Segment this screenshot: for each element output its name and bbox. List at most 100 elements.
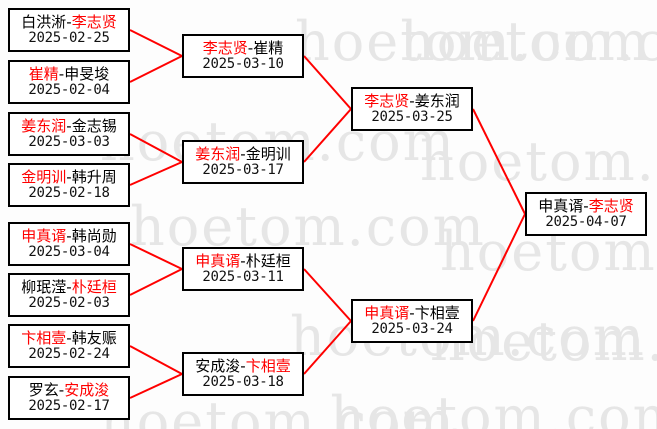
- connector-line: [303, 55, 352, 110]
- connector-line: [129, 55, 183, 83]
- player-separator: -: [409, 91, 415, 110]
- player-left: 申真谞: [364, 303, 410, 322]
- player-left: 安成浚: [195, 356, 241, 375]
- match-date: 2025-02-03: [28, 294, 110, 311]
- player-right: 崔精: [253, 38, 284, 57]
- match-players: 申真谞-韩尚勋: [21, 226, 116, 245]
- match-date: 2025-02-25: [28, 29, 110, 46]
- player-left: 罗玄: [28, 380, 59, 399]
- connector-line: [303, 108, 352, 163]
- player-right: 朴廷桓: [245, 251, 291, 270]
- player-separator: -: [409, 303, 415, 322]
- player-separator: -: [66, 328, 72, 347]
- match-players: 柳珉滢-朴廷桓: [21, 277, 117, 296]
- match-date: 2025-03-18: [202, 373, 284, 390]
- watermark-text: hoetom.com: [420, 130, 657, 193]
- match-players: 崔精-申旻埈: [28, 64, 109, 83]
- match-date: 2025-03-04: [28, 243, 110, 260]
- player-left: 崔精: [28, 64, 59, 83]
- connector-line: [129, 345, 183, 375]
- player-left: 姜东润: [21, 116, 67, 135]
- player-left: 柳珉滢: [21, 277, 67, 296]
- player-left: 李志贤: [364, 91, 410, 110]
- player-separator: -: [66, 277, 72, 296]
- player-right: 金明训: [245, 144, 291, 163]
- match-date: 2025-02-18: [28, 184, 110, 201]
- connector-line: [129, 161, 183, 186]
- connector-line: [129, 373, 183, 399]
- player-right: 金志锡: [71, 116, 117, 135]
- connector-line: [303, 320, 352, 375]
- match-players: 申真谞-卞相壹: [364, 303, 460, 322]
- connector-line: [129, 133, 183, 163]
- match-players: 金明训-韩升周: [21, 167, 117, 186]
- connector-line: [129, 29, 183, 57]
- match-date: 2025-03-11: [202, 268, 284, 285]
- player-right: 朴廷桓: [71, 277, 117, 296]
- player-separator: -: [240, 251, 246, 270]
- match-date: 2025-04-07: [545, 213, 627, 230]
- connector-line: [129, 243, 183, 270]
- player-separator: -: [583, 196, 589, 215]
- match-date: 2025-03-24: [371, 320, 453, 337]
- player-left: 卞相壹: [21, 328, 67, 347]
- player-separator: -: [240, 356, 246, 375]
- player-separator: -: [66, 116, 72, 135]
- player-left: 白洪淅: [21, 12, 67, 31]
- match-players: 李志贤-崔精: [202, 38, 284, 57]
- player-right: 韩友赈: [71, 328, 117, 347]
- player-left: 金明训: [21, 167, 67, 186]
- player-right: 卞相壹: [245, 356, 291, 375]
- player-right: 李志贤: [588, 196, 634, 215]
- watermark-text: hoetom.com: [295, 10, 651, 73]
- match-date: 2025-02-17: [28, 397, 110, 414]
- match-date: 2025-03-17: [202, 161, 284, 178]
- player-left: 李志贤: [202, 38, 248, 57]
- player-separator: -: [66, 226, 72, 245]
- match-date: 2025-03-03: [28, 133, 110, 150]
- match-date: 2025-03-25: [371, 108, 453, 125]
- match-players: 卞相壹-韩友赈: [21, 328, 117, 347]
- match-date: 2025-03-10: [202, 55, 284, 72]
- connector-line: [129, 268, 183, 296]
- player-right: 卞相壹: [414, 303, 460, 322]
- player-left: 姜东润: [195, 144, 241, 163]
- match-players: 李志贤-姜东润: [364, 91, 460, 110]
- player-right: 安成浚: [64, 380, 110, 399]
- player-separator: -: [247, 38, 254, 57]
- player-right: 韩升周: [71, 167, 117, 186]
- watermark-text: hoetom.com: [400, 10, 657, 73]
- match-players: 姜东润-金志锡: [21, 116, 117, 135]
- player-left: 申真谞: [538, 196, 584, 215]
- match-date: 2025-02-24: [28, 345, 110, 362]
- watermark-text: hoetom.com: [330, 385, 657, 429]
- match-players: 申真谞-李志贤: [538, 196, 634, 215]
- match-players: 安成浚-卞相壹: [195, 356, 291, 375]
- match-players: 白洪淅-李志贤: [21, 12, 117, 31]
- player-right: 李志贤: [71, 12, 117, 31]
- player-left: 申真谞: [21, 226, 67, 245]
- player-separator: -: [58, 380, 65, 399]
- player-separator: -: [66, 12, 72, 31]
- match-players: 姜东润-金明训: [195, 144, 291, 163]
- match-players: 罗玄-安成浚: [28, 380, 110, 399]
- connector-line: [472, 108, 526, 215]
- player-separator: -: [58, 64, 65, 83]
- player-right: 姜东润: [414, 91, 460, 110]
